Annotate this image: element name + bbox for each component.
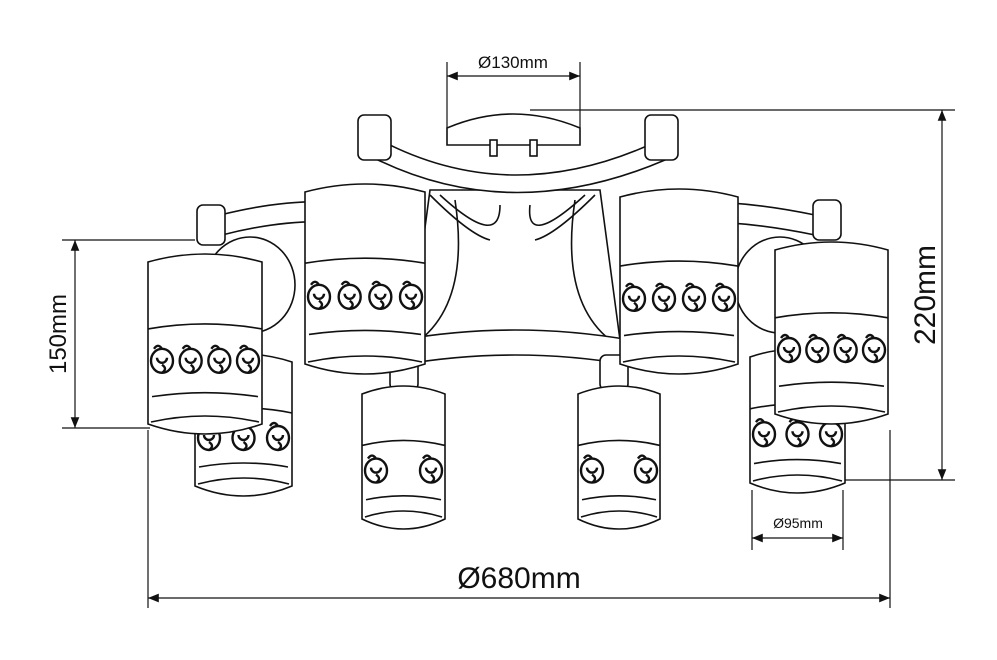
total-height-label: 220mm [909, 245, 942, 345]
ornament-pattern [776, 333, 802, 364]
ornament-pattern [621, 282, 647, 312]
lamp-shade [304, 183, 426, 375]
ornament-pattern [363, 454, 389, 484]
ornament-pattern [235, 344, 261, 374]
ornament-pattern [337, 280, 362, 310]
ornament-pattern [149, 344, 175, 374]
ornament-pattern [711, 282, 737, 312]
ornament-pattern [231, 421, 256, 452]
total-diameter-label: Ø680mm [457, 562, 580, 595]
ornament-pattern [196, 421, 222, 452]
dimension-canopy: Ø130mm [446, 53, 581, 128]
shade-height-label: 150mm [45, 294, 72, 374]
ornament-pattern [681, 282, 707, 312]
ornament-pattern [833, 333, 858, 364]
lamp-shade [619, 188, 739, 375]
dimension-height: 220mm [530, 109, 955, 481]
ornament-pattern [368, 280, 393, 310]
dimension-shade-height: 150mm [45, 239, 195, 429]
lamp-shade [577, 385, 661, 530]
ornament-pattern [861, 333, 887, 364]
ornament-pattern [178, 344, 203, 374]
ornament-pattern [651, 282, 677, 312]
canopy-diameter-label: Ø130mm [478, 53, 548, 72]
lamp-shades [147, 183, 889, 530]
ornament-pattern [207, 344, 232, 374]
ornament-pattern [265, 421, 291, 452]
lamp-shade [774, 241, 889, 425]
ornament-pattern [818, 418, 844, 448]
ornament-pattern [418, 454, 444, 484]
lamp-shade [361, 385, 446, 530]
ornament-pattern [805, 333, 830, 364]
ornament-pattern [785, 418, 810, 448]
ornament-pattern [579, 454, 605, 484]
ornament-pattern [633, 454, 659, 484]
ornament-pattern [398, 280, 424, 310]
dimension-shade-diameter: Ø95mm [751, 490, 844, 550]
fixture-body [196, 113, 842, 391]
shade-diameter-label: Ø95mm [773, 515, 823, 531]
dimension-total-diameter: Ø680mm [147, 430, 891, 608]
ornament-pattern [306, 280, 332, 310]
lamp-shade [147, 253, 263, 435]
ornament-pattern [751, 418, 777, 448]
